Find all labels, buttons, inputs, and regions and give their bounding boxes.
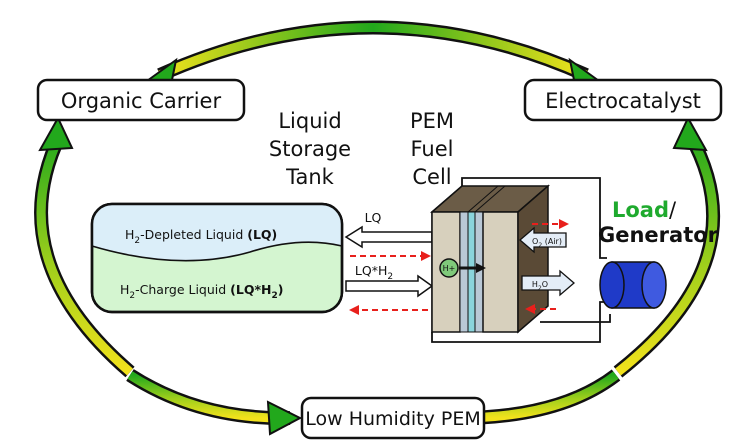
o2-air-arrow: O2 (Air) (519, 226, 567, 254)
cell-title-line-1: PEM (410, 109, 454, 133)
tank-title-line-2: Storage (269, 137, 351, 161)
cell-title-line-3: Cell (412, 165, 451, 189)
proton-icon (439, 258, 459, 278)
lq-flow-label: LQ (365, 210, 382, 225)
lq-h2-flow-label: LQ*H2 (355, 263, 393, 282)
electrocatalyst-label: Electrocatalyst (545, 89, 701, 113)
red-dashed-arrows-left (349, 251, 431, 315)
electrocatalyst-box: Electrocatalyst (523, 78, 723, 122)
load-generator-top: Load/ (612, 198, 677, 222)
tank-title: Liquid Storage Tank (269, 109, 351, 189)
circuit-wires (431, 177, 611, 343)
slash-label: / (669, 198, 677, 222)
h2o-arrow: H2O (521, 269, 575, 297)
low-humidity-pem-box: Low Humidity PEM (300, 396, 486, 440)
motor-icon (599, 261, 667, 309)
tank-title-line-3: Tank (285, 165, 335, 189)
organic-carrier-box: Organic Carrier (36, 78, 246, 122)
lq-flow-arrow: LQ (344, 210, 433, 249)
depleted-liquid-label: H2-Depleted Liquid (LQ) (125, 227, 277, 246)
tank-title-line-1: Liquid (278, 109, 341, 133)
load-label: Load (612, 198, 669, 222)
h2o-label: H2O (532, 280, 548, 292)
proton-label: H+ (443, 264, 456, 273)
generator-label: Generator (598, 223, 719, 247)
cycle-arrow-left (34, 115, 135, 378)
cycle-arrow-right (613, 115, 721, 378)
low-humidity-pem-label: Low Humidity PEM (305, 408, 481, 430)
charge-liquid-label: H2-Charge Liquid (LQ*H2) (120, 282, 283, 301)
o2-air-label: O2 (Air) (532, 237, 562, 249)
fuel-cell-stack: H+ (429, 184, 551, 334)
cell-title: PEM Fuel Cell (410, 109, 454, 189)
cell-title-line-2: Fuel (411, 137, 454, 161)
storage-tank: H2-Depleted Liquid (LQ) H2-Charge Liquid… (90, 202, 344, 314)
organic-carrier-label: Organic Carrier (61, 89, 222, 113)
red-dashed-arrows-right (525, 219, 569, 314)
lq-h2-flow-arrow: LQ*H2 (345, 263, 434, 298)
